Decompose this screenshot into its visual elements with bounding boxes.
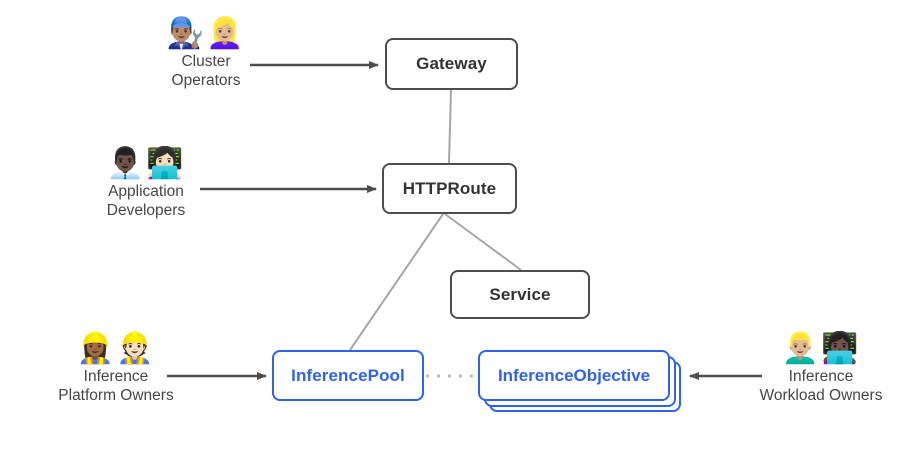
node-inferencepool[interactable]: InferencePool [272,350,424,401]
connector-gateway-httproute [448,89,452,164]
node-httproute[interactable]: HTTPRoute [382,163,517,214]
actor-inference-workload-owners: 👱🏼‍♂️👩🏿‍💻 Inference Workload Owners [740,333,902,406]
inference-platform-owners-label: Inference Platform Owners [58,367,174,405]
node-gateway[interactable]: Gateway [385,38,518,90]
node-inferenceobjective-stack[interactable]: InferenceObjective [478,350,681,412]
connector-httproute-inferencepool [349,213,444,351]
application-developers-emoji: 👨🏿‍💼👩🏻‍💻 [106,147,186,180]
application-developers-label: Application Developers [106,182,186,220]
actor-cluster-operators: 👨🏽‍🔧👱🏼‍♀️ Cluster Operators [126,18,286,91]
connector-httproute-service [444,213,522,271]
node-service[interactable]: Service [450,270,590,319]
node-inferenceobjective[interactable]: InferenceObjective [478,350,670,401]
cluster-operators-emoji: 👨🏽‍🔧👱🏼‍♀️ [166,17,246,50]
inference-workload-owners-emoji: 👱🏼‍♂️👩🏿‍💻 [781,332,861,365]
actor-inference-platform-owners: 👷🏾‍♀️👷🏻 Inference Platform Owners [18,333,214,406]
cluster-operators-label: Cluster Operators [171,52,241,90]
inference-platform-owners-emoji: 👷🏾‍♀️👷🏻 [76,332,156,365]
inference-workload-owners-label: Inference Workload Owners [759,367,883,405]
actor-application-developers: 👨🏿‍💼👩🏻‍💻 Application Developers [66,148,226,221]
